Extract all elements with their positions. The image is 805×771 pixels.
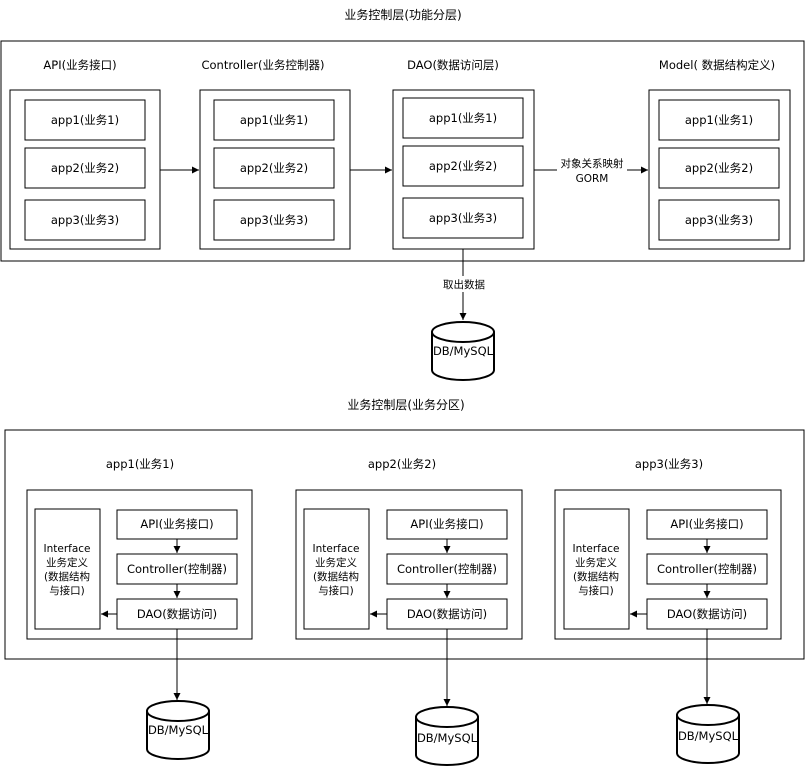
dao-app3-box <box>402 197 524 239</box>
partition1-dao-label: DAO(数据访问) <box>137 607 217 621</box>
column-label-dao: DAO(数据访问层) <box>407 58 499 72</box>
partition1-api-label: API(业务接口) <box>140 517 213 531</box>
partition3-controller-box <box>646 553 768 585</box>
partition3-controller-label: Controller(控制器) <box>657 562 757 576</box>
model-app3-label: app3(业务3) <box>685 213 753 227</box>
database-cylinder-icon <box>676 704 740 764</box>
model-app1-label: app1(业务1) <box>685 113 753 127</box>
partition3-api-box <box>646 509 768 540</box>
controller-app3-box <box>213 199 335 241</box>
partition3-api-label: API(业务接口) <box>670 517 743 531</box>
orm-label-bg <box>557 157 627 183</box>
dao-app3-label: app3(业务3) <box>429 211 497 225</box>
partition3-interface-line3: (数据结构 <box>573 570 619 583</box>
partition3-dao-box <box>646 598 768 630</box>
partition2-interface-line3: (数据结构 <box>313 570 359 583</box>
dao-app1-label: app1(业务1) <box>429 111 497 125</box>
partition2-dao-box <box>386 598 508 630</box>
model-app2-box <box>658 147 780 189</box>
api-app2-box <box>24 147 146 189</box>
column-label-model: Model( 数据结构定义) <box>659 58 775 72</box>
controller-app2-label: app2(业务2) <box>240 161 308 175</box>
controller-app1-box <box>213 99 335 141</box>
partition2-interface-box <box>303 508 370 630</box>
model-app2-label: app2(业务2) <box>685 161 753 175</box>
partition3-interface-line4: 与接口) <box>578 584 614 597</box>
orm-label-line1: 对象关系映射 <box>561 157 624 170</box>
partition3-title: app3(业务3) <box>635 457 703 471</box>
partition1-controller-label: Controller(控制器) <box>127 562 227 576</box>
top-section-title: 业务控制层(功能分层) <box>344 7 461 22</box>
partition2-interface-line1: Interface <box>312 543 359 555</box>
partition3-dao-label: DAO(数据访问) <box>667 607 747 621</box>
partition2-title: app2(业务2) <box>368 457 436 471</box>
top-db-label: DB/MySQL <box>433 344 494 358</box>
controller-app2-box <box>213 147 335 189</box>
partition1-title: app1(业务1) <box>106 457 174 471</box>
partition1-db-label: DB/MySQL <box>148 723 209 737</box>
partition2-interface-line2: 业务定义 <box>315 556 357 569</box>
dao-app1-box <box>402 97 524 139</box>
partition2-dao-label: DAO(数据访问) <box>407 607 487 621</box>
partition2-db-label: DB/MySQL <box>417 731 478 745</box>
dao-app2-label: app2(业务2) <box>429 159 497 173</box>
orm-label-line2: GORM <box>576 173 609 185</box>
fetch-label-bg <box>438 276 490 292</box>
partition3-interface-box <box>563 508 630 630</box>
database-cylinder-icon <box>146 700 210 760</box>
partition1-api-box <box>116 509 238 540</box>
partition1-controller-box <box>116 553 238 585</box>
partition1-interface-line4: 与接口) <box>49 584 85 597</box>
fetch-data-label: 取出数据 <box>443 278 485 291</box>
model-app1-box <box>658 99 780 141</box>
api-app3-box <box>24 199 146 241</box>
partition3-db-label: DB/MySQL <box>678 729 739 743</box>
api-app3-label: app3(业务3) <box>51 213 119 227</box>
partition1-interface-box <box>34 508 101 630</box>
partition2-api-box <box>386 509 508 540</box>
partition3-interface-line1: Interface <box>572 543 619 555</box>
database-cylinder-icon <box>415 706 479 766</box>
api-app1-label: app1(业务1) <box>51 113 119 127</box>
api-app2-label: app2(业务2) <box>51 161 119 175</box>
partition1-interface-line2: 业务定义 <box>46 556 88 569</box>
controller-app1-label: app1(业务1) <box>240 113 308 127</box>
column-label-api: API(业务接口) <box>43 58 116 72</box>
controller-app3-label: app3(业务3) <box>240 213 308 227</box>
model-app3-box <box>658 199 780 241</box>
partition2-controller-label: Controller(控制器) <box>397 562 497 576</box>
partition1-interface-line3: (数据结构 <box>44 570 90 583</box>
column-label-controller: Controller(业务控制器) <box>201 58 324 72</box>
partition1-interface-line1: Interface <box>43 543 90 555</box>
bottom-section-title: 业务控制层(业务分区) <box>347 397 464 412</box>
partition2-controller-box <box>386 553 508 585</box>
partition2-api-label: API(业务接口) <box>410 517 483 531</box>
dao-app2-box <box>402 145 524 187</box>
partition3-interface-line2: 业务定义 <box>575 556 617 569</box>
database-cylinder-icon <box>431 321 495 381</box>
api-app1-box <box>24 99 146 141</box>
partition2-interface-line4: 与接口) <box>318 584 354 597</box>
